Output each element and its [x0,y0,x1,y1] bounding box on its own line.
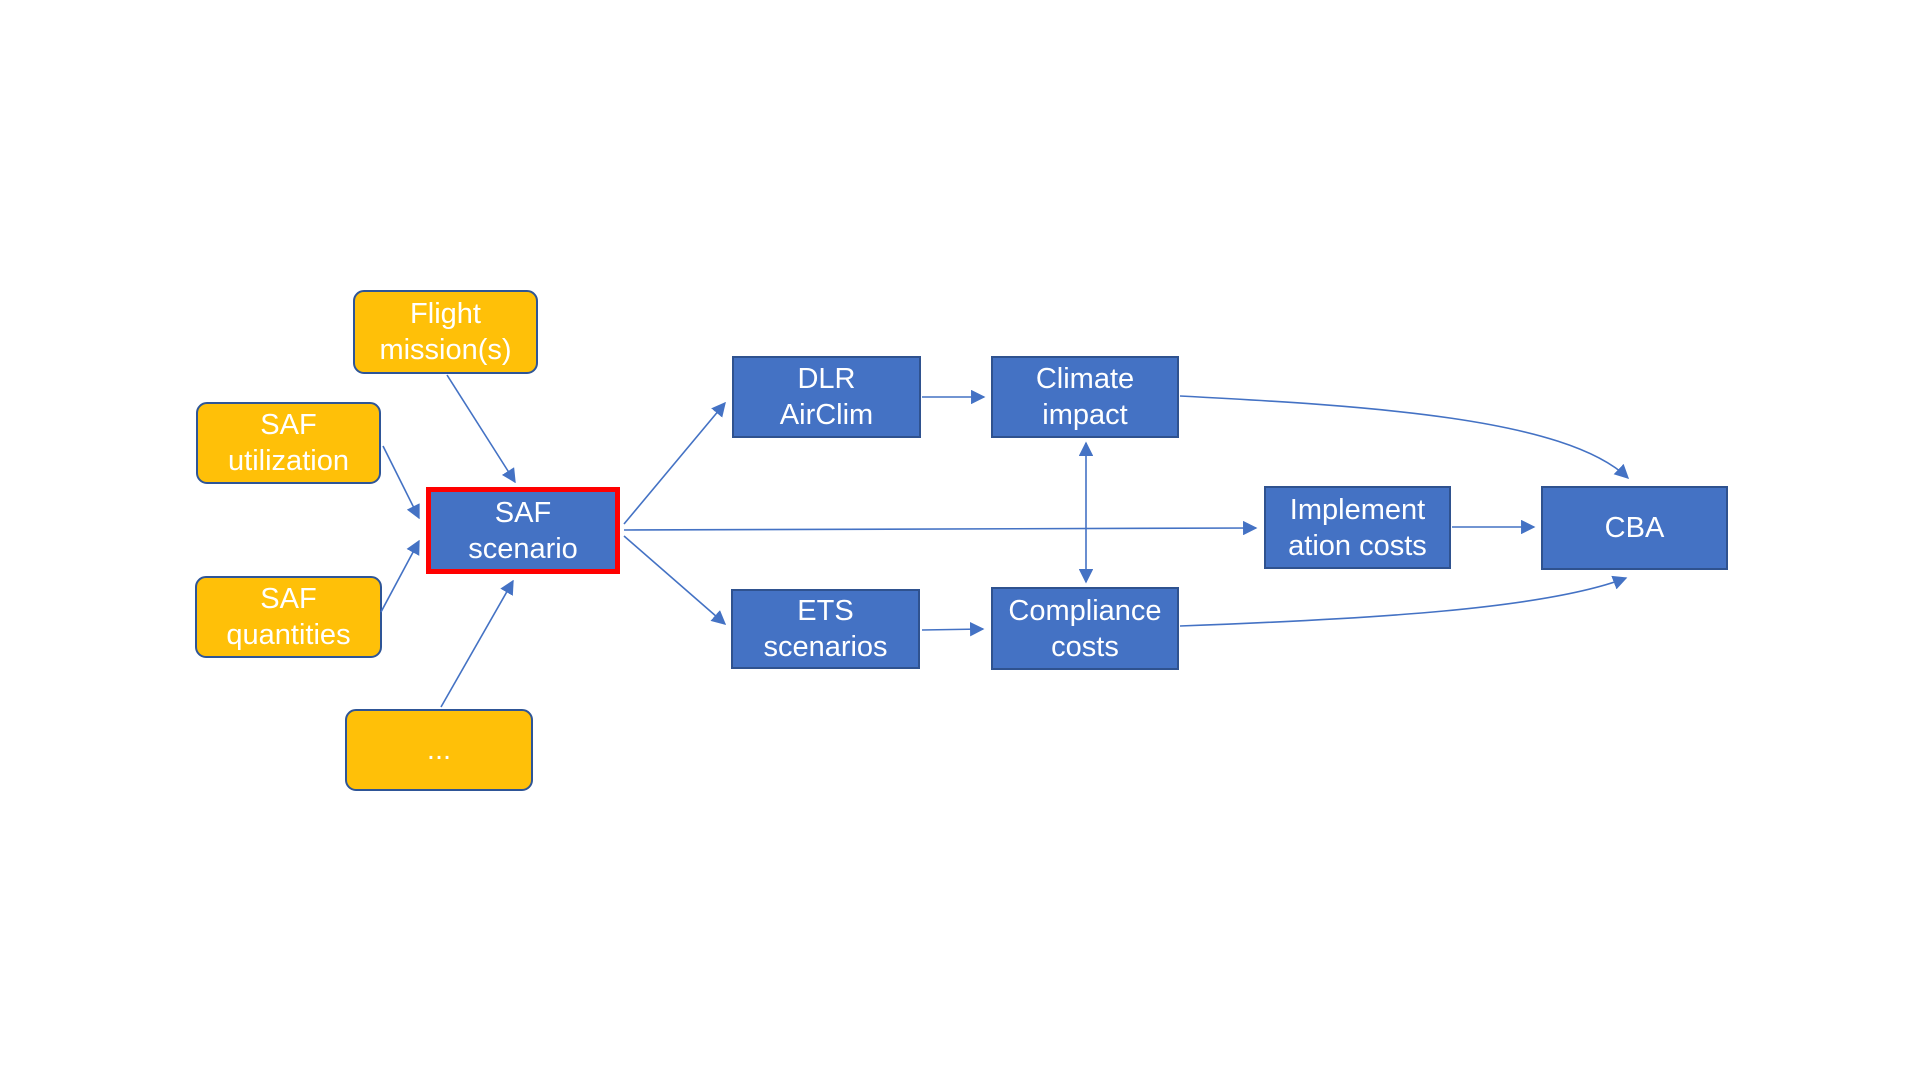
node-label-line: AirClim [779,399,874,431]
edge-saf-scenario-to-ets-scenarios [623,535,727,625]
node-label-line: SAF [260,409,317,441]
node-label-line: mission(s) [379,334,512,366]
node-compliance-costs: Compliance costs [991,587,1179,670]
node-label-line: Compliance [1008,594,1162,627]
node-label-line: Climate [1035,363,1135,395]
edge-flight-missions-to-saf-scenario [446,374,516,484]
node-label-line: CBA [1604,512,1665,544]
edge-saf-scenario-to-dlr-airclim [623,401,726,525]
node-label-line: scenarios [763,631,888,663]
edge-climate-impact-to-cba-curve [1179,395,1630,479]
node-label-line: costs [1051,630,1119,663]
node-saf-utilization: SAF utilization [196,402,381,484]
node-climate-impact: Climate impact [991,356,1179,438]
node-label-line: Flight [410,298,481,330]
node-label-line: ETS [797,595,854,627]
node-ets-scenarios: ETS scenarios [731,589,920,669]
edge-saf-quantities-to-saf-scenario [380,539,420,613]
node-implementation-costs: Implement ation costs [1264,486,1451,569]
node-cba: CBA [1541,486,1728,570]
node-label-line: DLR [797,363,856,395]
node-flight-missions: Flight mission(s) [353,290,538,374]
node-label-line: ation costs [1288,529,1427,562]
node-dlr-airclim: DLR AirClim [732,356,921,438]
node-label-line: SAF [260,583,317,615]
edge-saf-scenario-to-implementation-costs [623,520,1258,536]
node-label-line: Implement [1289,493,1426,526]
node-label-line: quantities [226,619,351,651]
edge-saf-utilization-to-saf-scenario [382,445,420,520]
edge-compliance-costs-to-cba-curve [1179,575,1628,627]
node-saf-quantities: SAF quantities [195,576,382,658]
node-label-line: impact [1042,399,1128,431]
node-saf-scenario: SAF scenario [426,487,620,574]
node-label-line: scenario [468,532,578,565]
edge-ets-scenarios-to-compliance-costs [921,622,985,637]
edge-more-inputs-to-saf-scenario [440,579,514,708]
node-label-line: ... [426,734,452,766]
node-label-line: SAF [494,496,552,529]
node-label-line: utilization [228,445,349,477]
node-more-inputs: ... [345,709,533,791]
